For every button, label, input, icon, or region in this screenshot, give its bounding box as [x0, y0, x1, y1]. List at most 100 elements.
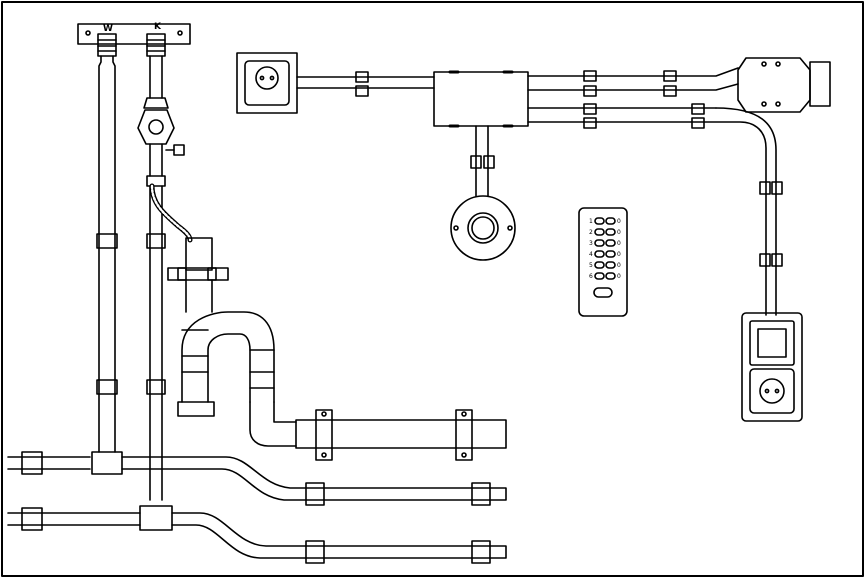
power-plug	[737, 57, 831, 113]
junction-box	[433, 70, 529, 128]
socket-outlet	[255, 66, 279, 90]
remote-body	[578, 207, 628, 317]
meter-tap	[173, 144, 185, 156]
remote-key-number: 4	[589, 251, 593, 258]
lamp-socket	[467, 212, 499, 244]
junction-box-body	[433, 71, 529, 127]
cable-clip	[355, 85, 369, 97]
cable-clip	[583, 103, 597, 115]
siphon-nut	[177, 401, 215, 417]
pipe-fitting	[21, 451, 43, 475]
remote-off-button	[605, 261, 616, 269]
pipe-clamp	[305, 482, 325, 506]
remote-off-button	[605, 217, 616, 225]
socket-frame	[236, 52, 298, 114]
remote-on-button	[594, 228, 605, 236]
pipe-clamp	[146, 233, 166, 249]
wall-switch-socket	[741, 312, 803, 422]
plug-head	[809, 61, 831, 107]
switch-plate	[749, 320, 795, 366]
drain-pipe	[295, 419, 507, 449]
cable-clip	[759, 181, 771, 195]
drain-inlet	[185, 237, 213, 271]
remote-key-number: 1	[589, 218, 593, 225]
cold-water-label: K	[154, 22, 162, 32]
cable-clip	[663, 85, 677, 97]
cable-clip	[771, 181, 783, 195]
warm-water-label: W	[103, 24, 113, 34]
cable-clip	[583, 85, 597, 97]
wall-socket-left	[236, 52, 298, 114]
cable-clip	[583, 117, 597, 129]
pipe-clamp	[96, 233, 118, 249]
pipe-fitting	[21, 507, 43, 531]
ceiling-lamp	[450, 195, 516, 261]
cable-clip	[470, 155, 482, 169]
siphon-trap	[181, 311, 275, 403]
remote-key-number: 2	[589, 229, 593, 236]
pipe-clamp	[455, 409, 473, 461]
cable-clip	[583, 70, 597, 82]
remote-off-button	[605, 250, 616, 258]
remote-key-off-label: 0	[617, 273, 621, 280]
cable-box-to-switch	[527, 103, 783, 316]
lamp-base	[450, 195, 516, 261]
remote-key-off-label: 0	[617, 251, 621, 258]
meter-coupling	[143, 97, 169, 109]
pipe-fitting	[471, 540, 491, 564]
remote-led	[593, 287, 613, 298]
manifold-screw	[85, 30, 91, 36]
water-meter	[137, 109, 175, 145]
cable-box-to-lamp	[470, 125, 495, 197]
pipe-clamp	[96, 379, 118, 395]
socket-outlet	[759, 378, 785, 404]
manifold-screw	[177, 30, 183, 36]
pipe-clamp	[146, 379, 166, 395]
meter-nut	[146, 175, 166, 187]
remote-key-number: 6	[589, 273, 593, 280]
plug-body	[737, 57, 811, 113]
socket-plate	[244, 60, 290, 106]
meter-dial	[148, 119, 164, 135]
remote-on-button	[594, 250, 605, 258]
cable-socket-to-box	[296, 71, 435, 97]
cable-clip	[663, 70, 677, 82]
remote-key-off-label: 0	[617, 240, 621, 247]
remote-key-number: 5	[589, 262, 593, 269]
flex-hose	[149, 183, 193, 243]
remote-off-button	[605, 272, 616, 280]
drain-siphon	[167, 237, 507, 461]
drain-bracket	[167, 267, 229, 281]
tee-fitting	[139, 505, 173, 531]
cable-box-to-plug	[527, 67, 739, 97]
pipe-clamp	[305, 540, 325, 564]
remote-key-off-label: 0	[617, 229, 621, 236]
cold-water-riser	[137, 55, 185, 501]
switch-rocker	[757, 328, 787, 358]
remote-off-button	[605, 228, 616, 236]
socket-plate	[749, 368, 795, 414]
cable-clip	[759, 253, 771, 267]
manifold-bar	[77, 23, 191, 45]
warm-water-riser	[96, 55, 118, 453]
tee-fitting	[91, 451, 123, 475]
remote-key-off-label: 0	[617, 218, 621, 225]
warm-valve	[97, 33, 117, 57]
switch-frame	[741, 312, 803, 422]
remote-on-button	[594, 261, 605, 269]
cable-clip	[691, 117, 705, 129]
pipe-fitting	[471, 482, 491, 506]
cable-clip	[355, 71, 369, 83]
pipe-clamp	[315, 409, 333, 461]
remote-key-off-label: 0	[617, 262, 621, 269]
remote-on-button	[594, 239, 605, 247]
remote-on-button	[594, 272, 605, 280]
cable-clip	[771, 253, 783, 267]
remote-off-button	[605, 239, 616, 247]
supply-line-warm	[7, 451, 507, 506]
